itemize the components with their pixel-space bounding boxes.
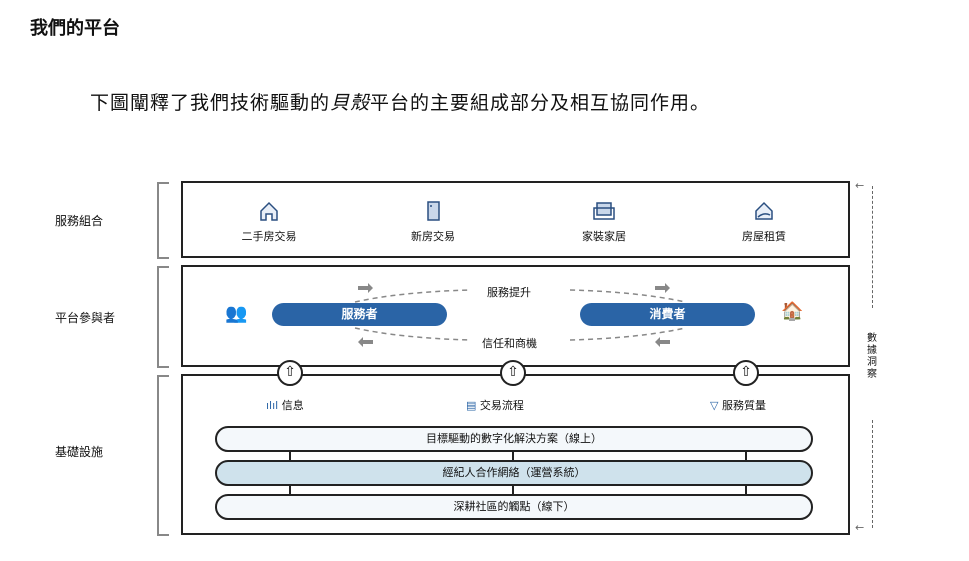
- service-label: 新房交易: [411, 230, 455, 243]
- up-arrow-icon: ⇧: [733, 360, 759, 386]
- service-second-hand: 二手房交易: [209, 200, 329, 244]
- up-arrow-icon: ⇧: [500, 360, 526, 386]
- armchair-icon: [593, 202, 615, 220]
- feature-quality: ▽ 服務質量: [710, 397, 766, 413]
- bar-chart-icon: ılıl: [266, 399, 279, 412]
- layer-label-infrastructure: 基礎設施: [55, 445, 104, 459]
- feedback-line-top: [860, 186, 873, 308]
- connector: [289, 451, 291, 461]
- bracket-participants: [157, 266, 169, 368]
- arrow-left-icon: ←: [855, 521, 865, 534]
- people-icon: 👥: [225, 303, 248, 324]
- service-new-home: 新房交易: [373, 200, 493, 244]
- brand-name: 貝殼: [330, 92, 371, 114]
- connector: [745, 485, 747, 495]
- feedback-line-bottom: [860, 420, 873, 528]
- feature-transaction: ▤ 交易流程: [466, 397, 524, 413]
- intro-text-end: 平台的主要組成部分及相互協同作用。: [370, 92, 711, 114]
- bracket-portfolio: [157, 182, 169, 259]
- connector: [512, 485, 514, 495]
- feature-information: ılıl 信息: [266, 397, 304, 413]
- layer-label-portfolio: 服務組合: [55, 214, 104, 228]
- service-portfolio-box: [181, 181, 850, 258]
- form-icon: ▤: [466, 399, 477, 412]
- foundation-network: 經紀人合作網絡（運營系統）: [215, 460, 813, 486]
- intro-text: 下圖闡釋了我們技術驅動的: [90, 92, 331, 114]
- up-arrow-icon: ⇧: [277, 360, 303, 386]
- provider-pill: 服務者: [272, 303, 447, 326]
- connector: [745, 451, 747, 461]
- family-home-icon: 🏠: [781, 301, 804, 322]
- consumer-pill: 消費者: [580, 303, 755, 326]
- service-label: 家裝家居: [582, 230, 626, 243]
- feature-label: 交易流程: [479, 399, 524, 412]
- lower-flow-label: 信任和商機: [482, 337, 537, 350]
- connector: [289, 485, 291, 495]
- feature-label: 信息: [281, 399, 304, 412]
- house-icon: [260, 201, 278, 221]
- intro-paragraph: 下圖闡釋了我們技術驅動的貝殼平台的主要組成部分及相互協同作用。: [90, 88, 710, 115]
- connector: [512, 451, 514, 461]
- layer-label-participants: 平台參與者: [55, 311, 116, 325]
- service-rental: 房屋租賃: [704, 200, 824, 244]
- side-label: 數據洞察: [867, 333, 877, 380]
- upper-flow-label: 服務提升: [487, 286, 531, 299]
- service-label: 二手房交易: [241, 230, 297, 243]
- rental-house-hand-icon: [755, 201, 773, 220]
- service-label: 房屋租賃: [742, 230, 786, 243]
- service-home-furnishing: 家裝家居: [544, 200, 664, 244]
- bracket-infrastructure: [157, 375, 169, 536]
- foundation-online: 目標驅動的數字化解決方案（線上）: [215, 426, 813, 452]
- flow-arrows: [354, 283, 686, 347]
- foundation-offline: 深耕社區的觸點（線下）: [215, 494, 813, 520]
- diamond-icon: ▽: [710, 399, 719, 412]
- door-icon: [427, 201, 440, 221]
- page-title: 我們的平台: [30, 18, 120, 39]
- feature-label: 服務質量: [721, 399, 766, 412]
- arrow-left-icon: ←: [855, 179, 865, 192]
